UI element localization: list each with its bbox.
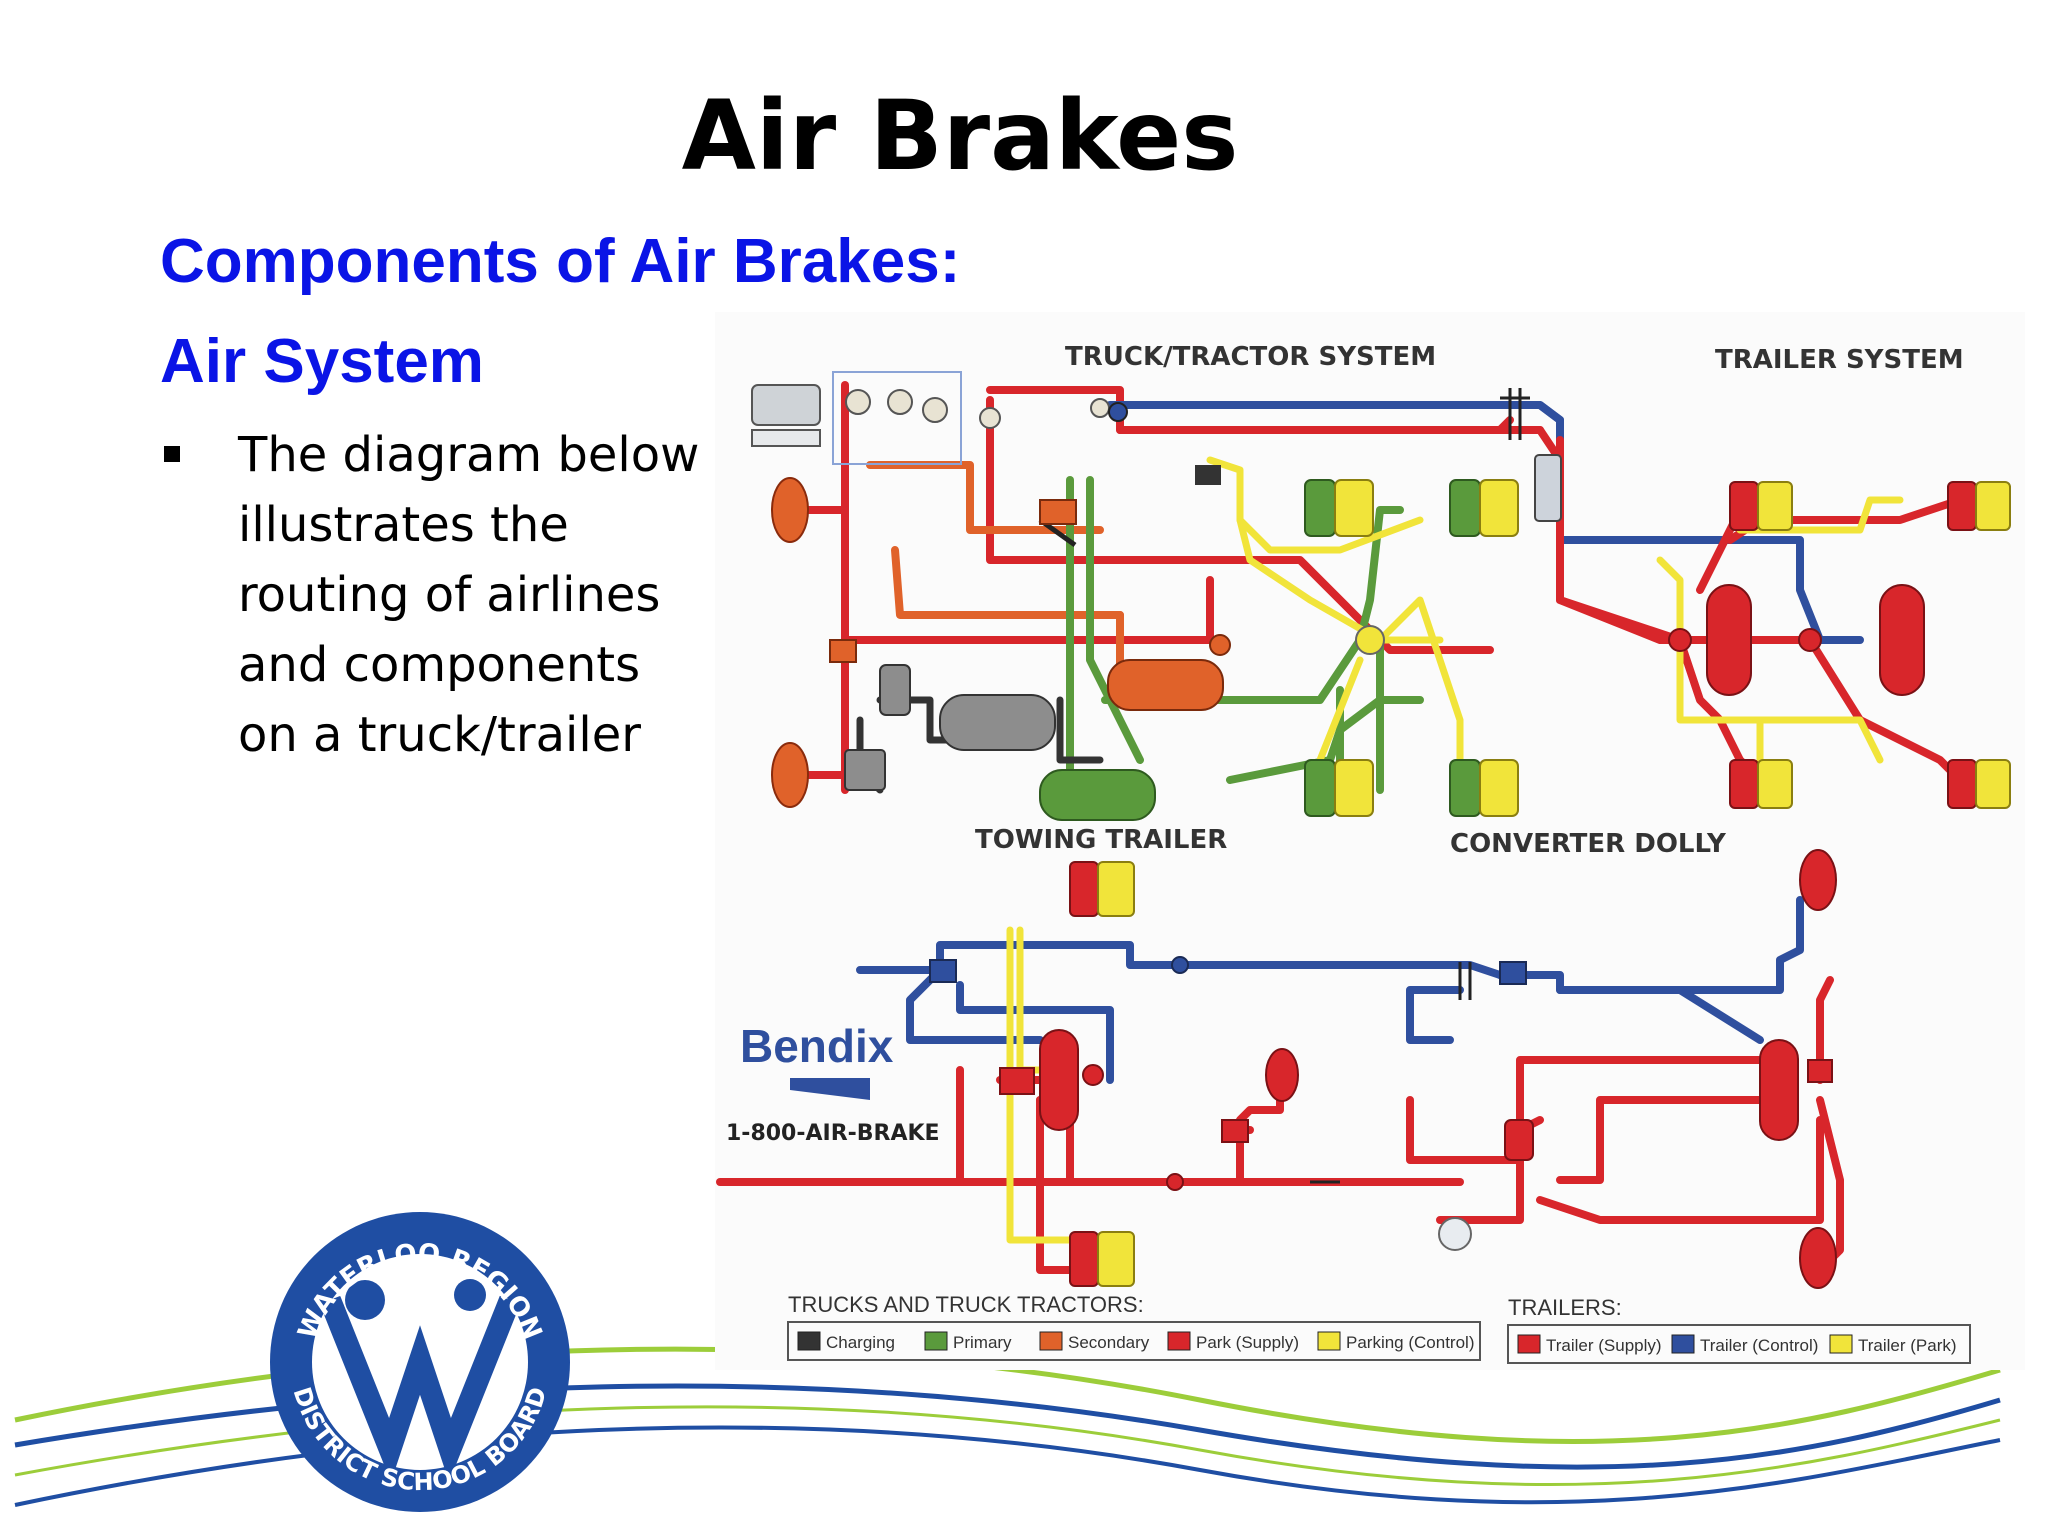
legend-trailers-items: Trailer (Supply) Trailer (Control) Trail… [1517, 1334, 1957, 1355]
legend-swatch-trailer-control [1671, 1334, 1695, 1354]
legend-swatch-secondary [1039, 1331, 1063, 1351]
subtitle-components: Components of Air Brakes: [160, 227, 961, 296]
legend-trucks-items: Charging Primary Secondary Park (Supply)… [797, 1331, 1475, 1352]
slide-title: Air Brakes [681, 80, 1239, 192]
trailer-components [1534, 454, 2011, 809]
subtitle-air-system: Air System [160, 327, 484, 396]
label-trailer-system: TRAILER SYSTEM [1715, 345, 1964, 375]
legend-label-secondary: Secondary [1068, 1333, 1150, 1352]
bendix-phone: 1-800-AIR-BRAKE [726, 1121, 940, 1146]
legend-trucks-heading: TRUCKS AND TRUCK TRACTORS: [788, 1292, 1144, 1317]
logo-head-right [454, 1279, 486, 1311]
logo-w-mark [319, 1295, 521, 1482]
bullet-text: The diagram below illustrates the routin… [238, 427, 700, 763]
legend-label-trailer-park: Trailer (Park) [1858, 1336, 1957, 1355]
legend-swatch-park-supply [1167, 1331, 1191, 1351]
legend-swatch-trailer-park [1829, 1334, 1853, 1354]
label-towing-trailer: TOWING TRAILER [975, 825, 1227, 855]
legend-trailers-box [1507, 1324, 1971, 1364]
legend-swatch-primary [924, 1331, 948, 1351]
legend-trucks-box [787, 1321, 1481, 1361]
legend-label-trailer-supply: Trailer (Supply) [1546, 1336, 1662, 1355]
legend-swatch-parking-control [1317, 1331, 1341, 1351]
legend-trailers-heading: TRAILERS: [1508, 1295, 1622, 1320]
legend-label-park-supply: Park (Supply) [1196, 1333, 1299, 1352]
label-truck-tractor-system: TRUCK/TRACTOR SYSTEM [1065, 342, 1436, 372]
legend-label-trailer-control: Trailer (Control) [1700, 1336, 1818, 1355]
legend-label-charging: Charging [826, 1333, 895, 1352]
bendix-brand-name: Bendix [740, 1020, 894, 1072]
towing-trailer-components [929, 849, 1837, 1289]
legend-swatch-charging [797, 1331, 821, 1351]
bendix-logo: Bendix 1-800-AIR-BRAKE [726, 1020, 940, 1146]
legend-swatch-trailer-supply [1517, 1334, 1541, 1354]
legend-label-primary: Primary [953, 1333, 1012, 1352]
bullet-icon [164, 446, 180, 462]
truck-components [751, 371, 1530, 821]
label-converter-dolly: CONVERTER DOLLY [1450, 829, 1727, 859]
legend-label-parking-control: Parking (Control) [1346, 1333, 1475, 1352]
logo-head-left [345, 1280, 385, 1320]
